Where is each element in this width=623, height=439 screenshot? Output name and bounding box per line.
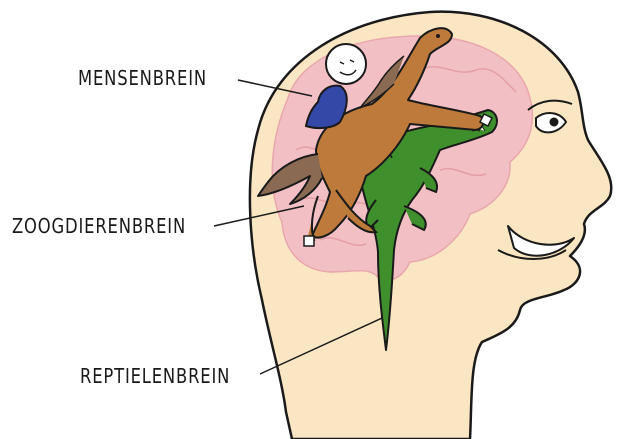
label-reptielenbrein: REPTIELENBREIN: [80, 364, 230, 388]
horse-eye: [436, 34, 440, 38]
rider-head: [326, 44, 366, 84]
eye-pupil: [550, 118, 559, 127]
label-mensenbrein: MENSENBREIN: [78, 66, 207, 90]
horse-hoof: [304, 236, 314, 246]
label-zoogdierenbrein: ZOOGDIERENBREIN: [12, 214, 186, 238]
